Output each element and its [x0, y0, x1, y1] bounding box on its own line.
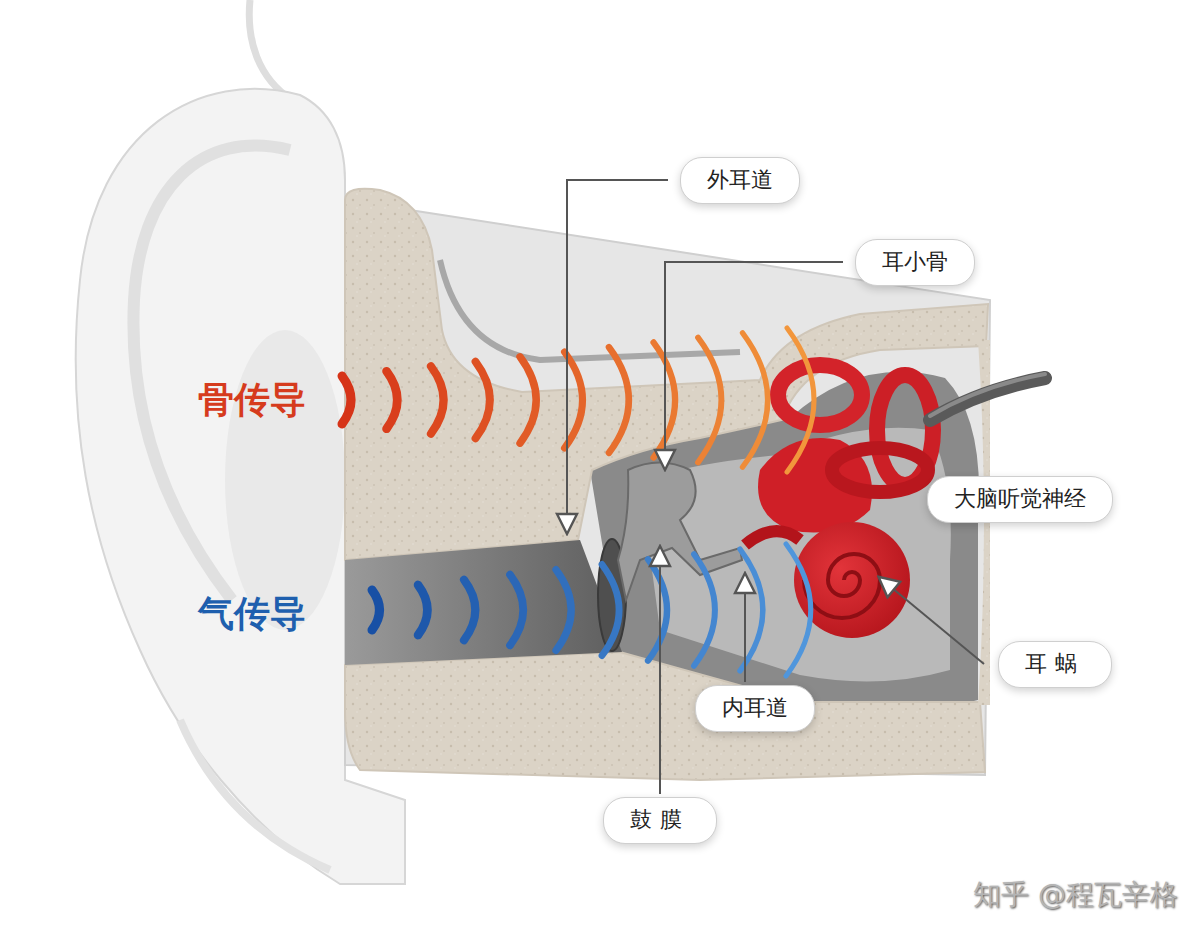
part-name: 外耳道: [707, 166, 773, 195]
sound-wave-arc: [387, 371, 398, 429]
sound-wave-arc: [648, 559, 667, 660]
label-box: 外耳道: [680, 157, 800, 204]
leader-lines: [567, 180, 984, 794]
label-box: 耳小骨: [855, 239, 975, 286]
sound-wave-arc: [464, 580, 475, 640]
label-box: 内耳道: [695, 685, 815, 732]
sound-wave-arc: [342, 376, 351, 424]
leader-line: [880, 578, 984, 664]
cochlea-spiral: [804, 554, 880, 618]
sound-wave-arc: [431, 366, 444, 433]
leader-line: [659, 548, 661, 794]
oval-window: [745, 531, 800, 545]
label-box: 鼓膜: [603, 797, 717, 844]
leader-line: [567, 180, 668, 532]
part-name: 耳蜗: [1025, 650, 1085, 679]
auditory-nerve: [930, 378, 1045, 420]
watermark: 知乎 @程瓦辛格: [973, 876, 1178, 914]
sound-wave-arc: [786, 544, 811, 676]
part-name: 鼓膜: [630, 806, 690, 835]
concha: [225, 330, 345, 630]
sound-wave-arc: [372, 590, 380, 630]
ossicles: [618, 463, 742, 601]
label-box: 耳蜗: [998, 641, 1112, 688]
ear-canal: [345, 540, 622, 665]
lower-bone: [345, 652, 985, 780]
lobe: [180, 720, 330, 870]
sound-wave-arc: [510, 575, 523, 646]
sound-wave-arc: [787, 328, 814, 472]
leader-line: [665, 262, 843, 468]
sound-waves: [342, 328, 814, 676]
ear-stem: [249, 0, 292, 100]
auditory-nerve-hi: [930, 374, 1045, 416]
sound-wave-arc: [476, 362, 490, 439]
canal-lining: [440, 260, 740, 360]
conduction-label: 气传导: [198, 590, 306, 639]
sound-wave-arc: [743, 333, 768, 467]
semicircular-canal: [832, 448, 928, 492]
sound-wave-arc: [698, 338, 721, 463]
semicircular-canal: [778, 365, 862, 425]
conduction-label: 骨传导: [198, 376, 306, 425]
part-name: 耳小骨: [882, 248, 948, 277]
sound-wave-arc: [694, 554, 715, 666]
part-name: 大脑听觉神经: [954, 485, 1086, 514]
sound-wave-arc: [602, 564, 619, 655]
sound-wave-arc: [418, 585, 427, 635]
sound-wave-arc: [740, 549, 763, 671]
sound-wave-arc: [556, 570, 571, 651]
part-name: 内耳道: [722, 694, 788, 723]
sound-wave-arc: [609, 347, 629, 453]
sound-wave-arc: [520, 357, 536, 443]
label-box: 大脑听觉神经: [927, 476, 1113, 523]
leader-line: [744, 575, 746, 682]
